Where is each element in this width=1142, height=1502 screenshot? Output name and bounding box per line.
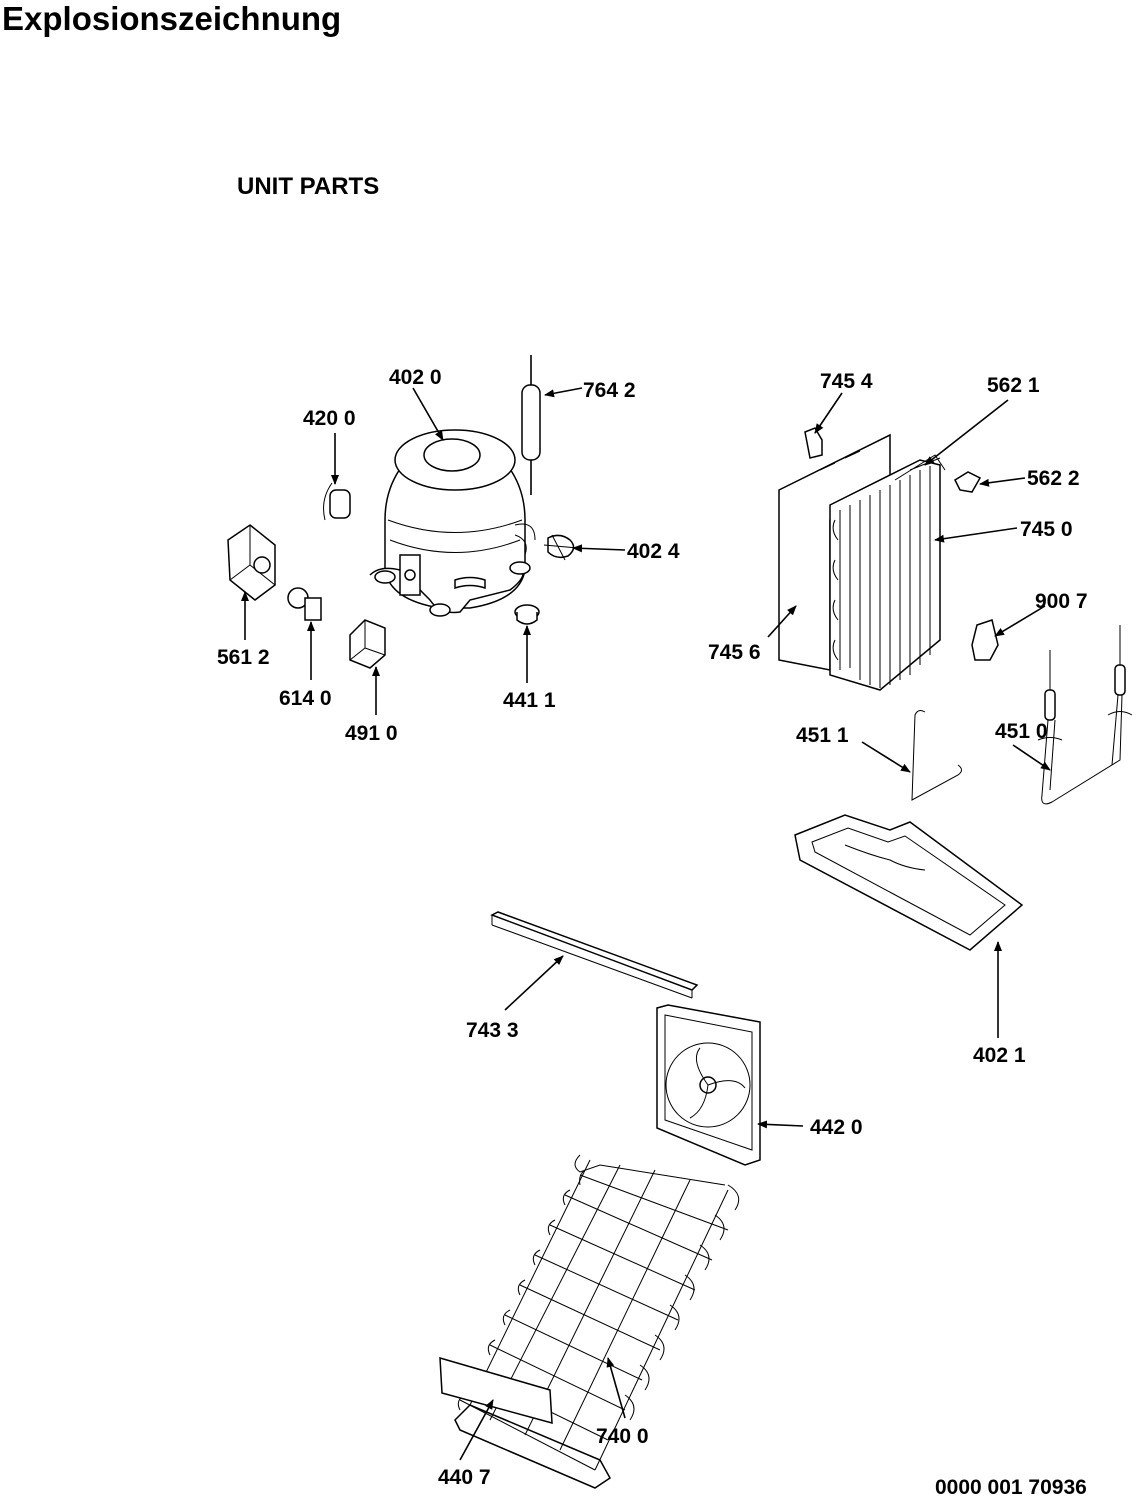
callout-614-0: 614 0 — [279, 687, 332, 710]
leader-lines — [241, 387, 1051, 1461]
condenser-part — [454, 1154, 740, 1489]
callout-402-4: 402 4 — [627, 540, 680, 563]
grommet-part — [514, 604, 540, 625]
callout-743-3: 743 3 — [466, 1019, 519, 1042]
page-title: Explosionszeichnung — [2, 0, 342, 37]
callout-402-1: 402 1 — [973, 1044, 1026, 1067]
relay-box-part — [227, 524, 276, 601]
compressor-part — [369, 429, 536, 617]
callout-420-0: 420 0 — [303, 407, 356, 430]
capacitor-part — [323, 482, 351, 521]
clip-745-part — [804, 427, 823, 459]
callout-441-1: 441 1 — [503, 689, 556, 712]
callout-451-1: 451 1 — [796, 724, 849, 747]
callout-745-4: 745 4 — [820, 370, 873, 393]
wire-part — [911, 710, 962, 801]
plate-part — [439, 1356, 553, 1424]
document-number: 0000 001 70936 — [935, 1476, 1087, 1499]
callout-440-7: 440 7 — [438, 1466, 491, 1489]
strip-part — [490, 911, 699, 999]
callout-402-0: 402 0 — [389, 366, 442, 389]
callout-562-1: 562 1 — [987, 374, 1040, 397]
clip-562-part — [954, 471, 982, 493]
callout-562-2: 562 2 — [1027, 467, 1080, 490]
drier-part — [521, 355, 541, 495]
overload-part — [287, 587, 322, 621]
callout-561-2: 561 2 — [217, 646, 270, 669]
drip-tray-part — [794, 814, 1024, 951]
callout-900-7: 900 7 — [1035, 590, 1088, 613]
evaporator-part — [778, 433, 946, 691]
callout-451-0: 451 0 — [995, 720, 1048, 743]
clip-part — [543, 534, 579, 561]
bracket-part — [971, 619, 999, 661]
callout-764-2: 764 2 — [583, 379, 636, 402]
callout-745-0: 745 0 — [1020, 518, 1073, 541]
callout-442-0: 442 0 — [810, 1116, 863, 1139]
callout-740-0: 740 0 — [596, 1425, 649, 1448]
relay-part — [349, 619, 386, 669]
section-title: UNIT PARTS — [237, 173, 380, 200]
callout-491-0: 491 0 — [345, 722, 398, 745]
fan-part — [656, 1004, 761, 1166]
heater-part — [1037, 625, 1133, 805]
callout-745-6: 745 6 — [708, 641, 761, 664]
